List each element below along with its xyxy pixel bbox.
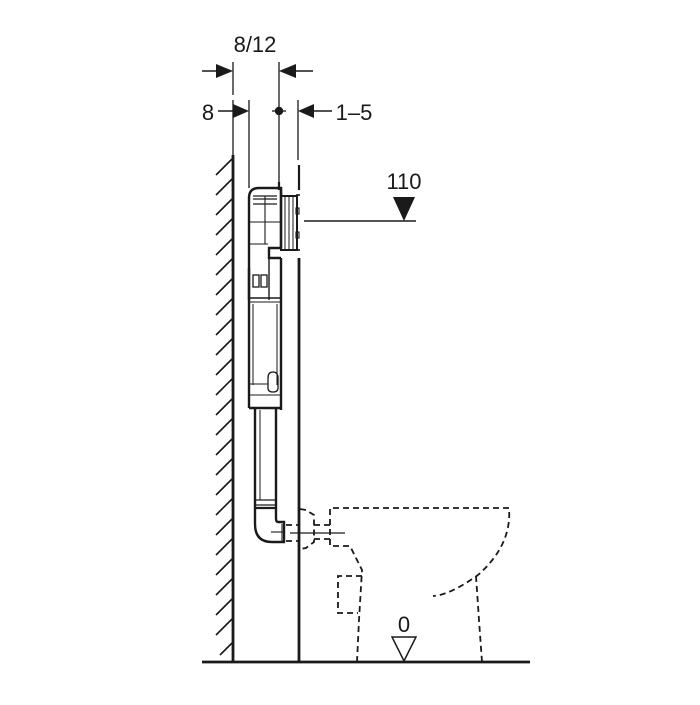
level-0-marker: 0 <box>390 612 418 663</box>
level-110-marker: 110 <box>304 169 422 222</box>
level-label-110: 110 <box>386 169 421 194</box>
dimension-label-1-5: 1–5 <box>336 100 373 125</box>
outline-triangle-down-icon <box>390 636 418 663</box>
dimension-extension-lines <box>232 62 299 188</box>
dimension-1-5: 1–5 <box>298 100 372 125</box>
wc-dashed-outline-icon <box>286 507 511 663</box>
flush-pipe <box>253 408 286 544</box>
dimension-label-8-12: 8/12 <box>234 32 277 57</box>
wall-hatching-icon <box>215 158 233 656</box>
arrow-right-icon <box>218 104 249 118</box>
wall-structure <box>231 155 301 662</box>
cistern <box>247 182 283 410</box>
arrow-left-icon <box>298 104 332 118</box>
dimension-8: 8 <box>202 100 249 125</box>
level-label-0: 0 <box>398 612 410 637</box>
dimension-label-8: 8 <box>202 100 214 125</box>
actuator-frame <box>280 194 300 251</box>
filled-triangle-down-icon <box>393 197 415 221</box>
arrow-right-icon <box>202 64 233 78</box>
arrow-left-icon <box>279 64 313 78</box>
dimension-8-12: 8/12 <box>202 32 313 78</box>
